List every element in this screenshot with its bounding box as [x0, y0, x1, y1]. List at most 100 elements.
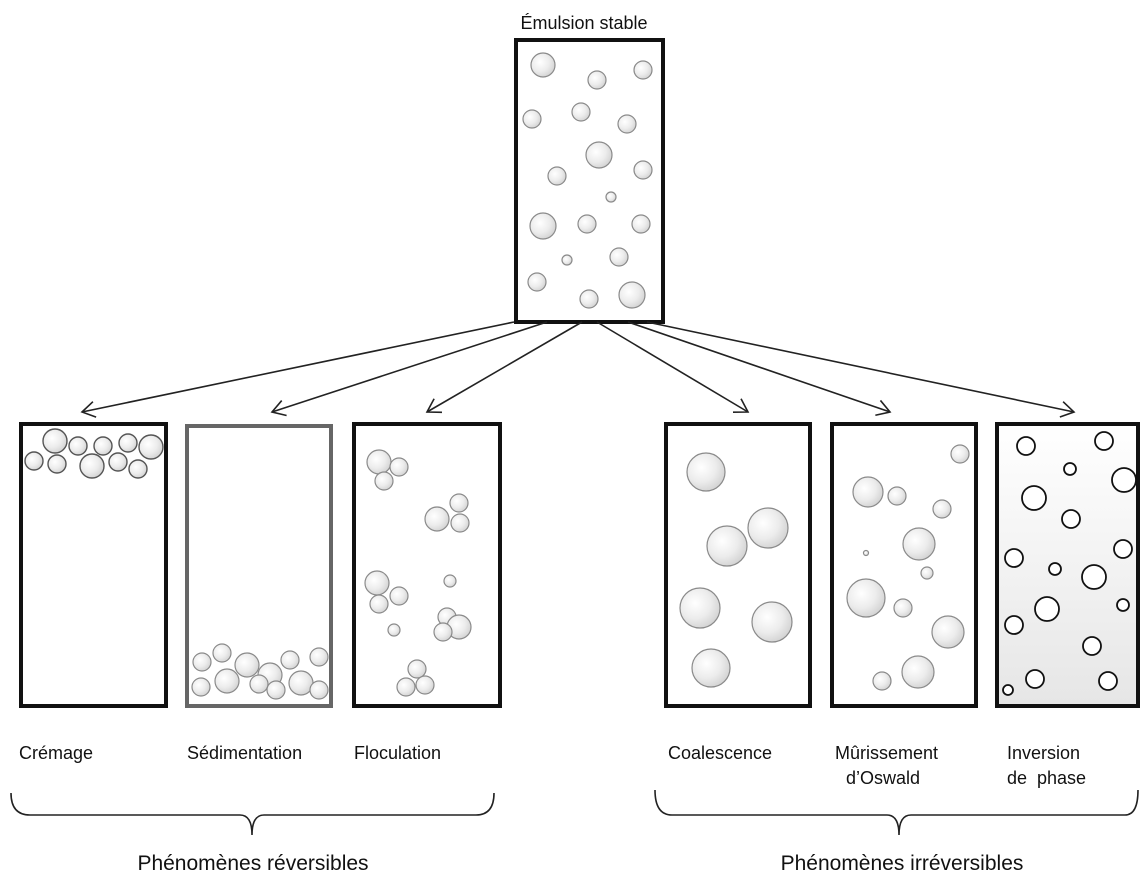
droplet: [1004, 615, 1024, 635]
sedimentation-box: [185, 424, 333, 708]
droplet: [587, 70, 607, 90]
label-murissement-line2: d’Oswald: [846, 768, 920, 788]
droplet: [1061, 509, 1081, 529]
cremage-box: [19, 422, 168, 708]
droplet: [706, 525, 748, 567]
droplet: [266, 680, 286, 700]
floculation-box: [352, 422, 502, 708]
droplet: [415, 675, 435, 695]
droplet: [309, 680, 329, 700]
droplet: [366, 449, 392, 475]
diagram-title: Émulsion stable: [520, 13, 647, 33]
droplet: [901, 655, 935, 689]
arrow-head: [1059, 401, 1076, 418]
coalescence-droplets: [679, 452, 793, 688]
droplet: [1094, 431, 1114, 451]
droplet: [920, 566, 934, 580]
droplet: [902, 527, 936, 561]
arrow-line: [646, 321, 1075, 413]
droplet: [893, 598, 913, 618]
droplet: [79, 453, 105, 479]
group-irreversible-label: Phénomènes irréversibles: [781, 852, 1024, 875]
droplet: [449, 493, 469, 513]
droplet: [846, 578, 886, 618]
droplet: [579, 289, 599, 309]
droplet: [522, 109, 542, 129]
arrow-head: [425, 398, 443, 414]
droplet: [1098, 671, 1118, 691]
label-coalescence: Coalescence: [668, 743, 772, 763]
droplet: [138, 434, 164, 460]
label-sedimentation: Sédimentation: [187, 743, 302, 763]
droplet: [1034, 596, 1060, 622]
droplet: [374, 471, 394, 491]
droplet: [577, 214, 597, 234]
droplet: [1004, 548, 1024, 568]
label-inversion-line2: de phase: [1007, 768, 1086, 788]
droplet: [571, 102, 591, 122]
arrow-line: [627, 321, 891, 413]
droplet: [389, 586, 409, 606]
label-inversion-line1: Inversion: [1007, 743, 1080, 763]
droplet: [212, 643, 232, 663]
stable-emulsion-box: [514, 38, 665, 324]
label-cremage: Crémage: [19, 743, 93, 763]
droplet: [1048, 562, 1062, 576]
droplet: [527, 272, 547, 292]
group-reversible-label: Phénomènes réversibles: [137, 852, 368, 875]
droplet: [561, 254, 573, 266]
droplet: [751, 601, 793, 643]
droplet: [679, 587, 721, 629]
droplet: [691, 648, 731, 688]
coalescence-box: [664, 422, 812, 708]
droplet: [1116, 598, 1130, 612]
droplet: [530, 52, 556, 78]
droplet: [872, 671, 892, 691]
droplet: [529, 212, 557, 240]
droplet: [128, 459, 148, 479]
droplet: [633, 160, 653, 180]
droplet: [1025, 669, 1045, 689]
droplet: [950, 444, 970, 464]
droplet: [364, 570, 390, 596]
droplet: [443, 574, 457, 588]
droplet: [585, 141, 613, 169]
stable-droplets: [522, 52, 653, 309]
droplet: [249, 674, 269, 694]
droplet: [450, 513, 470, 533]
droplet: [605, 191, 617, 203]
droplet: [24, 451, 44, 471]
droplet: [309, 647, 329, 667]
droplet: [1002, 684, 1014, 696]
murissement-box: [830, 422, 978, 708]
inversion-droplets: [1002, 431, 1137, 696]
droplet: [1021, 485, 1047, 511]
droplet: [433, 622, 453, 642]
droplet: [93, 436, 113, 456]
murissement-droplets: [846, 444, 970, 691]
droplet: [609, 247, 629, 267]
droplet: [192, 652, 212, 672]
inversion-box: [995, 422, 1140, 708]
label-murissement-line1: Mûrissement: [835, 743, 938, 763]
droplet: [424, 506, 450, 532]
droplet: [747, 507, 789, 549]
arrow-line: [596, 321, 749, 413]
label-floculation: Floculation: [354, 743, 441, 763]
droplet: [931, 615, 965, 649]
droplet: [47, 454, 67, 474]
droplet: [547, 166, 567, 186]
droplet: [1082, 636, 1102, 656]
droplet: [1081, 564, 1107, 590]
droplet: [631, 214, 651, 234]
droplet: [214, 668, 240, 694]
arrows: [80, 321, 1076, 418]
cremage-droplets: [24, 428, 164, 479]
arrow-line: [426, 321, 583, 413]
droplet: [1111, 467, 1137, 493]
droplet: [1063, 462, 1077, 476]
sedimentation-droplets: [191, 643, 329, 700]
droplet: [280, 650, 300, 670]
droplet: [42, 428, 68, 454]
